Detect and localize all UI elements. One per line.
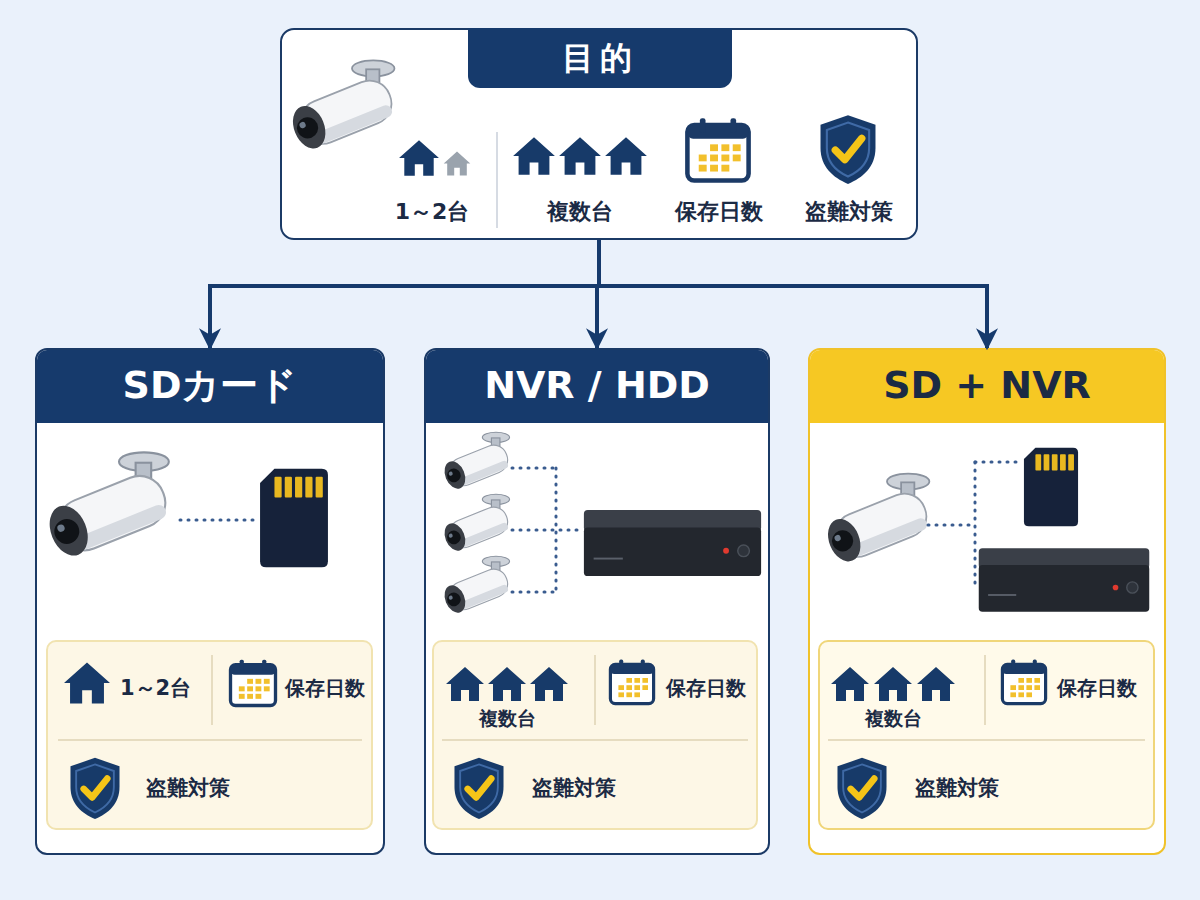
divider-line: [442, 739, 748, 741]
criterion-label: 1～2台: [377, 196, 487, 228]
criterion-label: 複数台: [525, 196, 635, 228]
option-box: NVR / HDD 複数台 保存日数盗難対策: [424, 348, 770, 855]
criterion-label: 保存日数: [654, 196, 784, 228]
flow-arrow: [599, 240, 987, 348]
option-box: SD + NVR 複数台 保存日数盗難対策: [808, 348, 1166, 855]
camera-icon: [441, 556, 512, 615]
house-icon: [444, 152, 471, 176]
divider-line: [211, 655, 213, 725]
sd-card-icon: [1024, 448, 1078, 527]
dotted-wire: [975, 461, 1020, 464]
flow-arrow: [210, 240, 599, 348]
calendar-icon: [231, 660, 276, 706]
flow-arrow: [597, 240, 599, 348]
camera-icon: [441, 432, 512, 491]
purpose-box: 目的 1～2台 複数台保存日数盗難対策: [280, 28, 918, 240]
camera-icon: [822, 474, 933, 567]
feature-label: 保存日数: [285, 668, 373, 708]
house-icon: [488, 667, 526, 701]
heading-tab: 目的: [468, 28, 732, 88]
feature-label: 複数台: [843, 705, 943, 733]
house-icon: [64, 662, 110, 703]
divider-line: [594, 655, 596, 725]
feature-panel: 1～2台 保存日数盗難対策: [46, 640, 373, 830]
nvr-icon: [584, 510, 761, 576]
dotted-wire: [555, 468, 558, 592]
divider-line: [58, 739, 362, 741]
feature-label: 盗難対策: [915, 768, 1065, 808]
divider-line: [496, 132, 498, 228]
feature-label: 保存日数: [666, 668, 756, 708]
feature-label: 1～2台: [120, 668, 210, 708]
feature-panel: 複数台 保存日数盗難対策: [818, 640, 1155, 830]
feature-label: 保存日数: [1057, 668, 1153, 708]
house-icon: [399, 140, 439, 176]
feature-label: 盗難対策: [146, 768, 296, 808]
dotted-wire: [974, 462, 977, 585]
option-title: NVR / HDD: [424, 348, 770, 423]
feature-label: 複数台: [457, 705, 557, 733]
house-icon: [513, 137, 555, 174]
option-title: SD + NVR: [808, 348, 1166, 423]
criterion-label: 盗難対策: [784, 196, 914, 228]
dotted-wire: [928, 524, 975, 527]
dotted-wire: [512, 591, 556, 594]
dotted-wire: [512, 529, 582, 532]
camera-icon: [441, 494, 512, 553]
option-box: SDカード 1～2台 保存日数盗難対策: [35, 348, 385, 855]
camera-icon: [287, 60, 398, 153]
feature-label: 盗難対策: [532, 768, 682, 808]
house-icon: [831, 667, 869, 701]
camera-icon: [43, 452, 173, 561]
calendar-icon: [687, 118, 748, 180]
shield-icon: [454, 758, 503, 819]
divider-line: [828, 739, 1145, 741]
nvr-icon: [979, 548, 1150, 612]
house-icon: [559, 137, 601, 174]
calendar-icon: [610, 660, 653, 704]
house-icon: [917, 667, 955, 701]
shield-icon: [837, 758, 886, 819]
dotted-wire: [180, 519, 254, 522]
dotted-wire: [512, 467, 556, 470]
shield-icon: [70, 758, 119, 819]
sd-card-icon: [260, 469, 328, 568]
house-icon: [605, 137, 647, 174]
calendar-icon: [1002, 660, 1045, 704]
shield-icon: [821, 115, 876, 184]
feature-panel: 複数台 保存日数盗難対策: [432, 640, 758, 830]
house-icon: [446, 667, 484, 701]
option-title: SDカード: [35, 348, 385, 423]
house-icon: [874, 667, 912, 701]
divider-line: [984, 655, 986, 725]
house-icon: [530, 667, 568, 701]
